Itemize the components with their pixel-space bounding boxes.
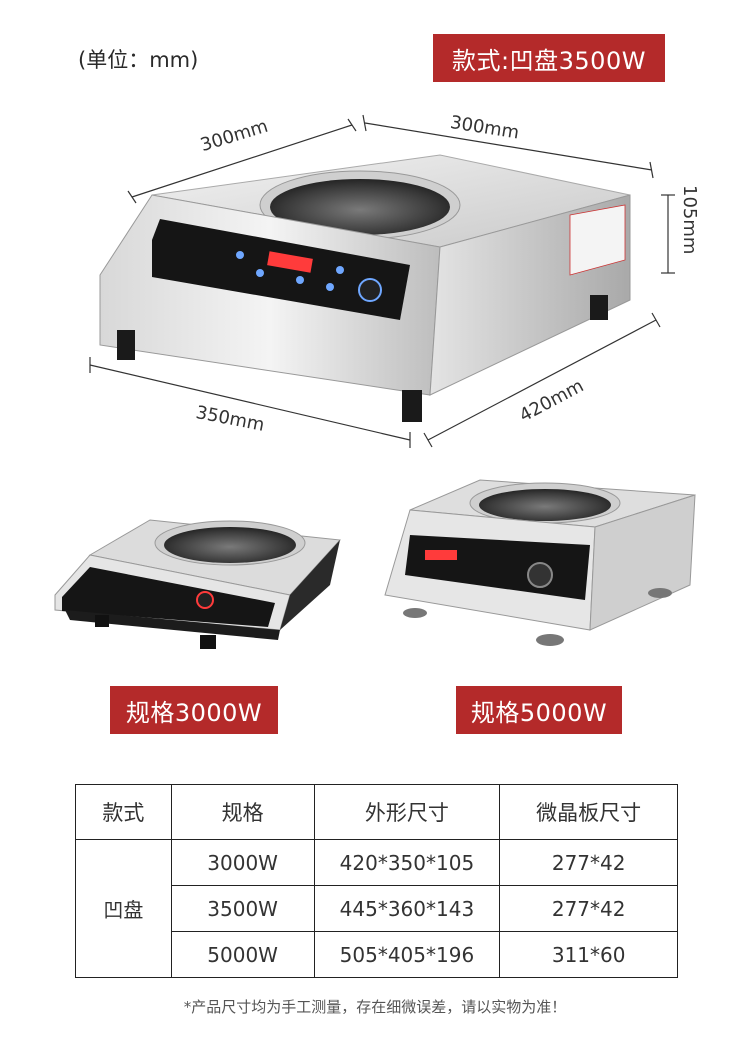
spec-cell: 3000W xyxy=(170,839,315,886)
style-tag: 款式:凹盘3500W xyxy=(433,34,665,82)
product-image-3000w xyxy=(54,519,342,649)
style-cell: 凹盘 xyxy=(75,839,172,978)
spec-cell: 5000W xyxy=(170,931,315,978)
table-header-row: 款式 规格 外形尺寸 微晶板尺寸 xyxy=(75,784,678,840)
spec-cell: 3500W xyxy=(170,885,315,932)
size-cell: 505*405*196 xyxy=(313,931,501,978)
header-style: 款式 xyxy=(75,784,172,840)
spec-table: 款式 规格 外形尺寸 微晶板尺寸 凹盘 3000W 420*350*105 27… xyxy=(75,784,678,978)
plate-cell: 277*42 xyxy=(499,885,678,932)
header-spec: 规格 xyxy=(170,784,315,840)
plate-cell: 277*42 xyxy=(499,839,678,886)
table-row: 3500W 445*360*143 277*42 xyxy=(76,885,678,932)
table-row: 5000W 505*405*196 311*60 xyxy=(76,931,678,978)
plate-cell: 311*60 xyxy=(499,931,678,978)
dim-height: 105mm xyxy=(679,185,700,255)
size-cell: 445*360*143 xyxy=(313,885,501,932)
footnote: *产品尺寸均为手工测量，存在细微误差，请以实物为准！ xyxy=(183,998,567,1016)
header-plate-size: 微晶板尺寸 xyxy=(499,784,678,840)
table-row: 凹盘 3000W 420*350*105 277*42 xyxy=(75,839,678,978)
unit-label: (单位：mm) xyxy=(78,48,199,72)
header-size: 外形尺寸 xyxy=(313,784,501,840)
product-image-5000w xyxy=(384,479,696,646)
model-5000w-tag: 规格5000W xyxy=(456,686,622,734)
model-3000w-tag: 规格3000W xyxy=(110,686,278,734)
product-image-3500w xyxy=(89,114,675,448)
size-cell: 420*350*105 xyxy=(313,839,501,886)
